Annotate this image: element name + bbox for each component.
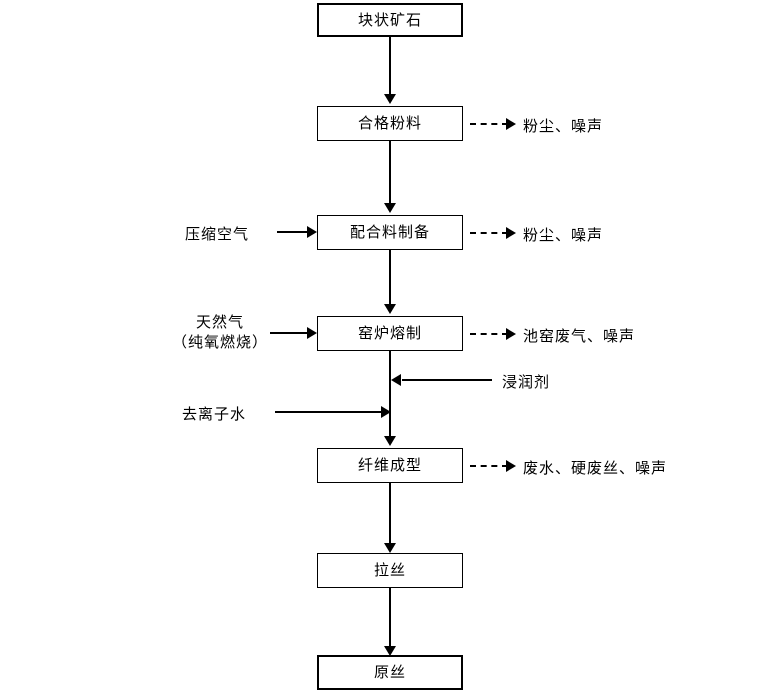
input-line-sizing-agent xyxy=(402,379,492,381)
connector-drawing-to-strand xyxy=(389,588,391,648)
arrowhead-right-compressed-air xyxy=(307,226,317,238)
emission-line-powder xyxy=(470,123,508,125)
arrowhead-down-powder-to-batch xyxy=(384,203,396,213)
input-label-compressed-air: 压缩空气 xyxy=(185,225,250,243)
arrowhead-down-drawing-to-strand xyxy=(384,646,396,656)
input-line-deionized-water xyxy=(275,411,385,413)
node-label: 拉丝 xyxy=(373,561,406,579)
input-line-compressed-air xyxy=(277,231,310,233)
node-label: 块状矿石 xyxy=(357,10,422,29)
process-node-fiber-forming[interactable]: 纤维成型 xyxy=(317,448,463,483)
arrowhead-down-furnace-to-forming xyxy=(384,436,396,446)
arrowhead-down-ore-to-powder xyxy=(384,94,396,104)
arrowhead-right-emission-batch xyxy=(506,227,516,239)
emission-label-powder: 粉尘、噪声 xyxy=(523,117,604,135)
process-node-wire-drawing[interactable]: 拉丝 xyxy=(317,553,463,588)
connector-forming-to-drawing xyxy=(389,483,391,545)
node-label: 原丝 xyxy=(373,663,406,681)
connector-ore-to-powder xyxy=(389,37,391,96)
input-label-natural-gas-line2: （纯氧燃烧） xyxy=(172,333,269,352)
emission-label-batch: 粉尘、噪声 xyxy=(523,226,604,244)
node-label: 窑炉熔制 xyxy=(357,324,422,342)
node-label: 纤维成型 xyxy=(357,456,422,474)
input-label-natural-gas-line1: 天然气 xyxy=(196,313,245,331)
arrowhead-right-deionized-water xyxy=(381,406,391,418)
connector-batch-to-furnace xyxy=(389,250,391,306)
arrowhead-down-batch-to-furnace xyxy=(384,304,396,314)
arrowhead-right-emission-forming xyxy=(506,460,516,472)
process-node-raw-strand[interactable]: 原丝 xyxy=(317,655,463,690)
input-label-deionized-water: 去离子水 xyxy=(182,405,247,423)
connector-powder-to-batch xyxy=(389,141,391,205)
emission-line-furnace xyxy=(470,333,508,335)
emission-label-furnace: 池窑废气、噪声 xyxy=(523,327,636,345)
emission-label-forming: 废水、硬废丝、噪声 xyxy=(523,459,668,477)
arrowhead-right-emission-furnace xyxy=(506,328,516,340)
input-label-natural-gas: 天然气 （纯氧燃烧） xyxy=(172,312,268,353)
connector-furnace-to-forming xyxy=(389,351,391,438)
node-label: 合格粉料 xyxy=(357,114,422,132)
input-label-sizing-agent: 浸润剂 xyxy=(502,373,551,391)
process-node-furnace-melting[interactable]: 窑炉熔制 xyxy=(317,316,463,351)
process-node-qualified-powder[interactable]: 合格粉料 xyxy=(317,106,463,141)
emission-line-forming xyxy=(470,465,508,467)
process-node-block-ore[interactable]: 块状矿石 xyxy=(317,3,463,37)
input-line-natural-gas xyxy=(270,332,310,334)
arrowhead-left-sizing-agent xyxy=(391,374,401,386)
arrowhead-right-natural-gas xyxy=(307,327,317,339)
node-label: 配合料制备 xyxy=(349,223,430,241)
arrowhead-right-emission-powder xyxy=(506,118,516,130)
process-node-batch-preparation[interactable]: 配合料制备 xyxy=(317,215,463,250)
emission-line-batch xyxy=(470,232,508,234)
arrowhead-down-forming-to-drawing xyxy=(384,543,396,553)
